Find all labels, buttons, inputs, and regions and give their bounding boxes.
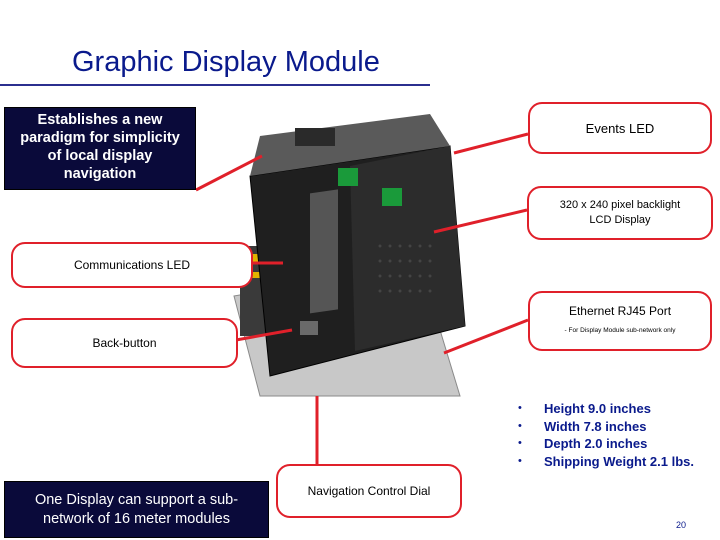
spec-text: Depth 2.0 inches xyxy=(544,436,648,451)
leader-intro xyxy=(195,154,263,192)
green-connector xyxy=(338,168,358,186)
events-led-label: Events LED xyxy=(585,120,655,136)
slide-title: Graphic Display Module xyxy=(72,46,380,78)
bullet-icon: • xyxy=(518,454,522,467)
callout-events-led: Events LED xyxy=(528,102,712,154)
leader-events xyxy=(453,132,529,155)
bullet-icon: • xyxy=(518,437,522,449)
title-rule xyxy=(0,84,430,86)
nav-dial-label: Navigation Control Dial xyxy=(307,484,431,498)
lcd-label-line: LCD Display xyxy=(589,214,651,226)
comm-led-label: Communications LED xyxy=(73,258,191,272)
bullet-icon: • xyxy=(518,419,522,432)
leader-ethernet xyxy=(443,318,529,355)
intro-box: Establishes a new paradigm for simplicit… xyxy=(4,107,196,190)
callout-comm-led: Communications LED xyxy=(11,242,253,288)
page-number: 20 xyxy=(676,520,687,530)
intro-line: Establishes a new xyxy=(37,112,163,128)
callout-nav-dial: Navigation Control Dial xyxy=(276,464,462,518)
spec-text: Height 9.0 inches xyxy=(544,401,651,416)
spec-item: • Depth 2.0 inches xyxy=(518,435,694,453)
leader-back xyxy=(235,328,293,342)
spec-list: • Height 9.0 inches • Width 7.8 inches • De… xyxy=(518,400,694,470)
spec-item: • Shipping Weight 2.1 lbs. xyxy=(518,453,694,471)
ethernet-label: Ethernet RJ45 Port xyxy=(568,304,672,318)
spec-item: • Width 7.8 inches xyxy=(518,418,694,436)
spec-text: Width 7.8 inches xyxy=(544,418,647,434)
callout-ethernet: Ethernet RJ45 Port - For Display Module … xyxy=(528,291,712,351)
back-button-label: Back-button xyxy=(92,336,157,350)
network-box: One Display can support a sub- network o… xyxy=(4,481,269,538)
network-line: One Display can support a sub- xyxy=(34,491,239,508)
intro-line: navigation xyxy=(63,166,137,182)
intro-line: of local display xyxy=(47,148,153,164)
ethernet-note: - For Display Module sub-network only xyxy=(564,327,676,334)
bullet-icon: • xyxy=(518,402,522,414)
leader-lcd xyxy=(433,208,528,234)
green-connector xyxy=(382,188,402,206)
callout-lcd-display: 320 x 240 pixel backlight LCD Display xyxy=(527,186,713,240)
device-image xyxy=(233,114,466,397)
callout-back-button: Back-button xyxy=(11,318,238,368)
spec-item: • Height 9.0 inches xyxy=(518,400,694,418)
ethernet-port xyxy=(300,321,318,335)
lcd-label-line: 320 x 240 pixel backlight xyxy=(559,199,681,211)
network-line: network of 16 meter modules xyxy=(43,510,230,527)
device-top xyxy=(250,114,450,176)
spec-text: Shipping Weight 2.1 lbs. xyxy=(544,453,694,469)
intro-line: paradigm for simplicity xyxy=(20,130,180,146)
